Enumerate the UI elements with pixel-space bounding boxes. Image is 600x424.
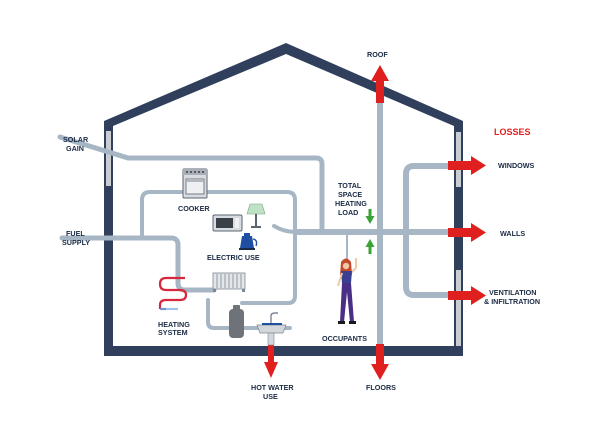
label-floors: FLOORS xyxy=(366,383,396,392)
roof-outline xyxy=(104,43,463,130)
label-windows: WINDOWS xyxy=(498,161,535,170)
label-total-line2: SPACE xyxy=(338,190,362,199)
label-ventilation-line1: VENTILATION xyxy=(489,288,536,297)
walls-loss-arrow xyxy=(448,223,486,242)
label-walls: WALLS xyxy=(500,229,525,238)
label-cooker: COOKER xyxy=(178,204,210,213)
diagram-labels: ROOF LOSSES WINDOWS WALLS VENTILATION & … xyxy=(62,50,540,401)
label-ventilation-line2: & INFILTRATION xyxy=(484,297,540,306)
label-hot-water-line2: USE xyxy=(263,392,278,401)
left-window-glass xyxy=(106,131,111,186)
electric-flow-pipe xyxy=(272,224,298,234)
label-solar-line1: SOLAR xyxy=(63,135,89,144)
label-losses: LOSSES xyxy=(494,127,531,137)
cooker-loop-pipe xyxy=(140,190,297,305)
house-structure xyxy=(104,43,463,356)
left-wall xyxy=(104,126,113,356)
radiator-icon xyxy=(212,272,246,292)
solar-gain-pipe xyxy=(57,134,383,235)
label-fuel-line2: SUPPLY xyxy=(62,238,90,247)
ventilation-loss-arrow xyxy=(448,286,486,305)
hot-water-arrow xyxy=(264,345,278,378)
windows-loss-arrow xyxy=(448,156,486,175)
cooker-icon xyxy=(182,168,208,199)
label-fuel-line1: FUEL xyxy=(66,229,85,238)
right-wall xyxy=(454,126,463,356)
label-hot-water-line1: HOT WATER xyxy=(251,383,294,392)
floor-slab xyxy=(104,346,463,356)
occupant-person-icon xyxy=(337,258,357,324)
label-solar-line2: GAIN xyxy=(66,144,84,153)
microwave-icon xyxy=(212,214,243,232)
losses-loop-pipe xyxy=(403,163,455,298)
right-window-glass-lower xyxy=(456,270,461,350)
label-roof: ROOF xyxy=(367,50,388,59)
kettle-icon xyxy=(239,233,258,250)
roof-loss-arrow xyxy=(371,65,389,103)
sink-icon xyxy=(256,312,287,346)
label-electric-use: ELECTRIC USE xyxy=(207,253,260,262)
label-total-line3: HEATING xyxy=(335,199,367,208)
boiler-icon xyxy=(229,305,244,338)
heating-loop-pipe xyxy=(206,298,292,330)
label-total-line1: TOTAL xyxy=(338,181,362,190)
loss-arrows xyxy=(264,65,486,380)
heating-load-arrows xyxy=(365,209,375,254)
label-heating-line1: HEATING xyxy=(158,320,190,329)
heating-coil-icon xyxy=(158,276,188,311)
floors-loss-arrow xyxy=(371,344,389,380)
green-down-arrow xyxy=(365,209,375,224)
green-up-arrow xyxy=(365,239,375,254)
label-total-line4: LOAD xyxy=(338,208,358,217)
label-occupants: OCCUPANTS xyxy=(322,334,367,343)
lamp-icon xyxy=(246,203,266,228)
label-heating-line2: SYSTEM xyxy=(158,328,188,337)
right-window-glass-upper xyxy=(456,132,461,187)
